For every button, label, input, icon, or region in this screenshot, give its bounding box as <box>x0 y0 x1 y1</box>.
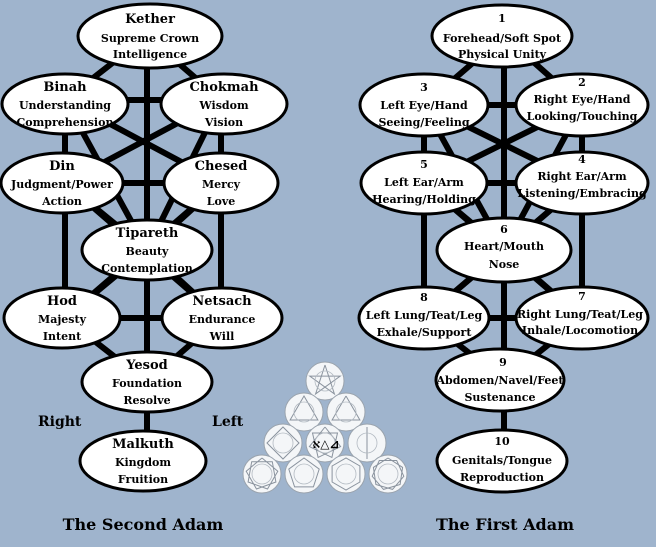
geometry-circle-6 <box>347 423 387 463</box>
geometry-circle-2 <box>284 392 324 432</box>
yesod-line2: Resolve <box>123 394 170 407</box>
binah-line2: Comprehension <box>17 116 114 129</box>
sephirah-malkuth: Malkuth Kingdom Fruition <box>78 429 208 493</box>
node-9-number: 9 <box>499 356 507 369</box>
geometric-circle-triangle-emblem <box>242 361 408 494</box>
node-4-line1: Right Ear/Arm <box>537 170 627 183</box>
binah-line1: Understanding <box>19 99 111 112</box>
body-node-6: 6 Heart/Mouth Nose <box>435 216 573 284</box>
body-node-9: 9 Abdomen/Navel/Feet Sustenance <box>434 347 566 413</box>
hod-name: Hod <box>47 294 77 309</box>
din-line2: Action <box>41 195 82 208</box>
node-3-number: 3 <box>420 81 428 94</box>
node-1-line2: Physical Unity <box>458 48 547 61</box>
din-name: Din <box>49 159 75 174</box>
node-5-line1: Left Ear/Arm <box>384 176 464 189</box>
node-10-number: 10 <box>494 435 510 448</box>
sephirah-yesod: Yesod Foundation Resolve <box>80 350 214 414</box>
kether-line2: Intelligence <box>113 48 187 61</box>
emblem-center-glyphs: ﬡ△⊿ <box>312 437 339 451</box>
node-1-line1: Forehead/Soft Spot <box>443 32 562 45</box>
node-6-number: 6 <box>500 223 508 236</box>
binah-name: Binah <box>43 80 87 95</box>
sephirah-netsach: Netsach Endurance Will <box>160 286 284 350</box>
malkuth-name: Malkuth <box>112 437 174 452</box>
sephirah-chesed: Chesed Mercy Love <box>162 151 280 215</box>
geometry-circle-4 <box>263 423 303 463</box>
first-adam-caption: The First Adam <box>436 515 574 534</box>
node-4-number: 4 <box>578 153 586 166</box>
geometry-circle-5 <box>305 423 345 463</box>
geometry-circle-8 <box>284 454 324 494</box>
malkuth-line1: Kingdom <box>115 456 171 469</box>
sephirah-tiphareth: Tipareth Beauty Contemplation <box>80 218 214 282</box>
sephirah-binah: Binah Understanding Comprehension <box>0 72 130 136</box>
body-node-8: 8 Left Lung/Teat/Leg Exhale/Support <box>357 285 491 351</box>
node-5-number: 5 <box>420 158 428 171</box>
geometry-circle-1 <box>305 361 345 401</box>
tiphareth-name: Tipareth <box>116 226 179 241</box>
node-3-line1: Left Eye/Hand <box>380 99 468 112</box>
second-adam-caption: The Second Adam <box>63 515 224 534</box>
node-9-line2: Sustenance <box>464 391 535 404</box>
yesod-name: Yesod <box>125 358 168 373</box>
geometry-circle-10 <box>368 454 408 494</box>
sephirah-hod: Hod Majesty Intent <box>2 286 122 350</box>
malkuth-line2: Fruition <box>118 473 168 486</box>
sephirah-chokmah: Chokmah Wisdom Vision <box>159 72 289 136</box>
node-7-line2: Inhale/Locomotion <box>522 324 638 337</box>
netsach-line2: Will <box>209 330 235 343</box>
node-6-line1: Heart/Mouth <box>464 240 544 253</box>
body-node-10: 10 Genitals/Tongue Reproduction <box>435 428 569 494</box>
node-4-line2: Listening/Embracing <box>517 187 647 200</box>
node-3-line2: Seeing/Feeling <box>378 116 469 129</box>
din-line1: Judgment/Power <box>10 178 113 191</box>
geometry-circle-3 <box>326 392 366 432</box>
node-6-line2: Nose <box>489 258 520 271</box>
left-label: Left <box>212 414 244 430</box>
node-5-line2: Hearing/Holding <box>372 193 476 206</box>
hod-line1: Majesty <box>38 313 87 326</box>
body-node-3: 3 Left Eye/Hand Seeing/Feeling <box>358 72 490 138</box>
node-2-line2: Looking/Touching <box>527 110 638 123</box>
sephirah-din: Din Judgment/Power Action <box>0 151 125 215</box>
node-7-number: 7 <box>578 290 586 303</box>
chokmah-line2: Vision <box>204 116 243 129</box>
netsach-line1: Endurance <box>189 313 256 326</box>
body-node-4: 4 Right Ear/Arm Listening/Embracing <box>514 150 650 216</box>
geometry-circle-9 <box>326 454 366 494</box>
chesed-line1: Mercy <box>202 178 241 191</box>
kether-line1: Supreme Crown <box>101 32 199 45</box>
geometry-circle-7 <box>242 454 282 494</box>
node-1-number: 1 <box>498 12 506 25</box>
netsach-name: Netsach <box>192 294 252 309</box>
node-7-line1: Right Lung/Teat/Leg <box>517 308 643 321</box>
body-node-1: 1 Forehead/Soft Spot Physical Unity <box>430 3 574 69</box>
body-node-7: 7 Right Lung/Teat/Leg Inhale/Locomotion <box>514 285 650 351</box>
kether-name: Kether <box>125 12 175 27</box>
node-9-line1: Abdomen/Navel/Feet <box>436 374 565 387</box>
node-2-line1: Right Eye/Hand <box>534 93 631 106</box>
tiphareth-line1: Beauty <box>126 245 170 258</box>
node-8-line1: Left Lung/Teat/Leg <box>366 309 483 322</box>
node-8-line2: Exhale/Support <box>377 326 473 339</box>
chokmah-line1: Wisdom <box>198 99 249 112</box>
node-8-number: 8 <box>420 291 428 304</box>
tiphareth-line2: Contemplation <box>101 262 192 275</box>
body-node-2: 2 Right Eye/Hand Looking/Touching <box>514 72 650 138</box>
node-10-line1: Genitals/Tongue <box>452 454 552 467</box>
body-node-5: 5 Left Ear/Arm Hearing/Holding <box>359 150 489 216</box>
chesed-name: Chesed <box>195 159 248 174</box>
node-10-line2: Reproduction <box>460 471 544 484</box>
yesod-line1: Foundation <box>112 377 182 390</box>
right-label: Right <box>38 414 82 430</box>
chokmah-name: Chokmah <box>189 80 259 95</box>
chesed-line2: Love <box>207 195 235 208</box>
node-2-number: 2 <box>578 76 586 89</box>
hod-line2: Intent <box>43 330 82 343</box>
sephirah-kether: Kether Supreme Crown Intelligence <box>76 2 224 70</box>
